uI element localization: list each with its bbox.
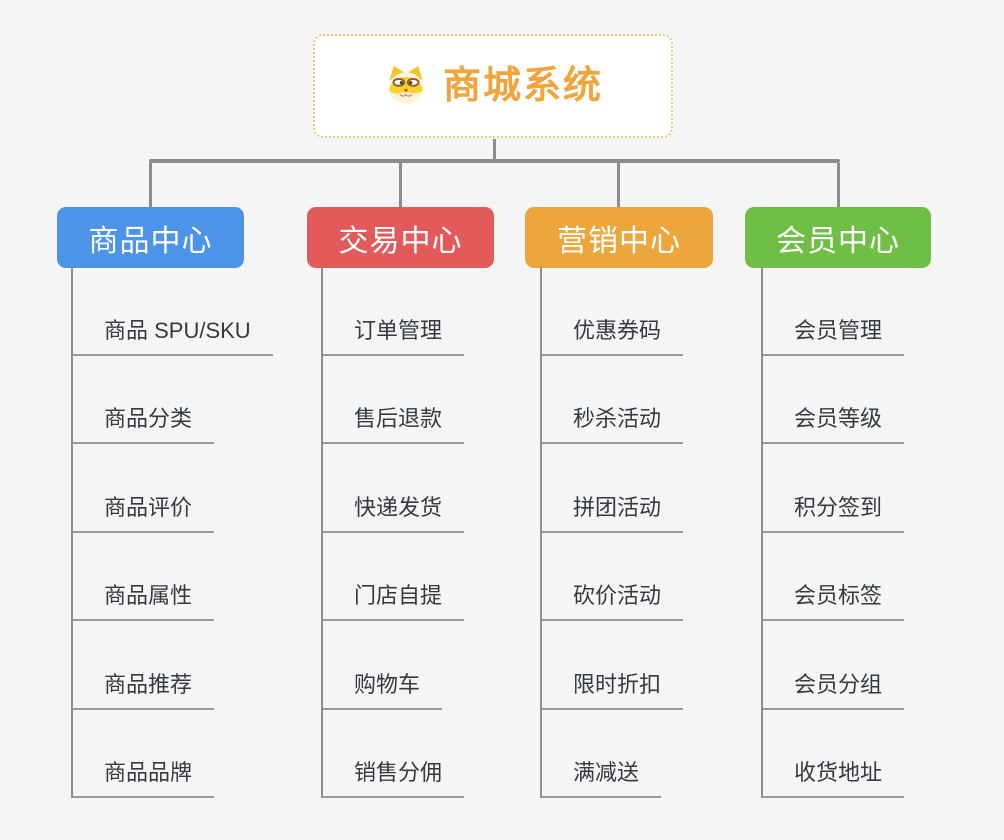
mindmap-item[interactable]: 商品评价 bbox=[73, 444, 215, 533]
mindmap-item[interactable]: 会员分组 bbox=[763, 621, 905, 710]
mindmap-item[interactable]: 积分签到 bbox=[763, 444, 905, 533]
mindmap-item[interactable]: 销售分佣 bbox=[323, 710, 465, 798]
mindmap-item[interactable]: 商品品牌 bbox=[73, 710, 215, 798]
branch-node-product-center[interactable]: 商品中心 bbox=[57, 207, 244, 268]
mindmap-item[interactable]: 订单管理 bbox=[323, 267, 465, 356]
mindmap-item[interactable]: 限时折扣 bbox=[542, 621, 684, 710]
branch-items-trade-center: 订单管理 售后退款 快递发货 门店自提 购物车 销售分佣 bbox=[321, 267, 465, 798]
connector-stub-member bbox=[837, 163, 840, 208]
mindmap-item[interactable]: 购物车 bbox=[323, 621, 443, 710]
mindmap-item[interactable]: 商品分类 bbox=[73, 356, 215, 444]
mindmap-item[interactable]: 售后退款 bbox=[323, 356, 465, 444]
mindmap-item[interactable]: 商品 SPU/SKU bbox=[73, 267, 273, 356]
mindmap-item[interactable]: 砍价活动 bbox=[542, 533, 684, 621]
connector-root-stub bbox=[493, 139, 496, 160]
connector-horizontal-bar bbox=[149, 159, 840, 163]
mindmap-item[interactable]: 秒杀活动 bbox=[542, 356, 684, 444]
branch-items-product-center: 商品 SPU/SKU 商品分类 商品评价 商品属性 商品推荐 商品品牌 bbox=[71, 267, 273, 798]
mindmap-item[interactable]: 会员等级 bbox=[763, 356, 905, 444]
mindmap-item[interactable]: 快递发货 bbox=[323, 444, 465, 533]
branch-node-marketing-center[interactable]: 营销中心 bbox=[525, 207, 713, 268]
root-title: 商城系统 bbox=[442, 65, 603, 107]
mindmap-item[interactable]: 满减送 bbox=[542, 710, 662, 798]
connector-stub-product bbox=[149, 163, 152, 208]
mindmap-item[interactable]: 会员标签 bbox=[763, 533, 905, 621]
connector-stub-trade bbox=[399, 163, 402, 208]
mindmap-item[interactable]: 拼团活动 bbox=[542, 444, 684, 533]
branch-node-member-center[interactable]: 会员中心 bbox=[745, 207, 931, 268]
mindmap-item[interactable]: 收货地址 bbox=[763, 710, 905, 798]
root-node[interactable]: 商城系统 bbox=[313, 34, 673, 138]
mindmap-item[interactable]: 商品属性 bbox=[73, 533, 215, 621]
mindmap-item[interactable]: 门店自提 bbox=[323, 533, 465, 621]
branch-items-member-center: 会员管理 会员等级 积分签到 会员标签 会员分组 收货地址 bbox=[761, 267, 905, 798]
connector-stub-marketing bbox=[617, 163, 620, 208]
branch-items-marketing-center: 优惠券码 秒杀活动 拼团活动 砍价活动 限时折扣 满减送 bbox=[540, 267, 684, 798]
mindmap-item[interactable]: 会员管理 bbox=[763, 267, 905, 356]
mindmap-item[interactable]: 商品推荐 bbox=[73, 621, 215, 710]
mindmap-item[interactable]: 优惠券码 bbox=[542, 267, 684, 356]
branch-node-trade-center[interactable]: 交易中心 bbox=[307, 207, 494, 268]
dog-face-icon bbox=[383, 63, 429, 109]
